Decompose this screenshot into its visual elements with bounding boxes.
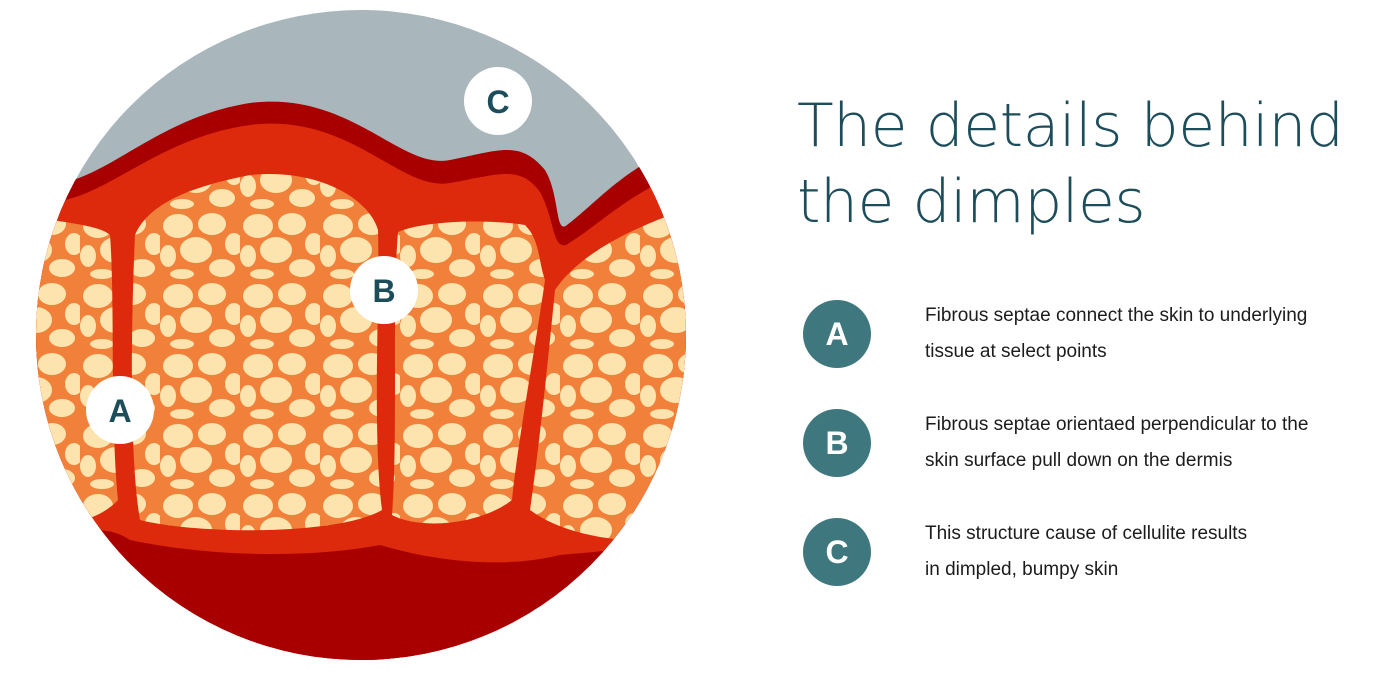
diagram-label-a: A [86, 376, 154, 444]
legend-text: Fibrous septae orientaed perpendicular t… [925, 407, 1385, 479]
legend-item-a: A Fibrous septae connect the skin to und… [803, 298, 1385, 370]
legend-item-c: C This structure cause of cellulite resu… [803, 516, 1385, 588]
badge-a: A [803, 300, 871, 368]
legend-line: tissue at select points [925, 341, 1107, 362]
svg-text:C: C [486, 84, 509, 120]
svg-text:B: B [372, 273, 395, 309]
legend-line: in dimpled, bumpy skin [925, 559, 1119, 580]
legend-line: Fibrous septae orientaed perpendicular t… [925, 414, 1309, 435]
legend-line: Fibrous septae connect the skin to under… [925, 305, 1308, 326]
svg-text:A: A [108, 393, 131, 429]
legend-text: Fibrous septae connect the skin to under… [925, 298, 1385, 370]
legend-item-b: B Fibrous septae orientaed perpendicular… [803, 407, 1385, 479]
badge-c: C [803, 518, 871, 586]
badge-b: B [803, 409, 871, 477]
fat-lobules [36, 174, 686, 542]
legend-text: This structure cause of cellulite result… [925, 516, 1385, 588]
page-title: The details behind the dimples [797, 91, 1344, 237]
legend-line: skin surface pull down on the dermis [925, 450, 1233, 471]
legend-line: This structure cause of cellulite result… [925, 523, 1248, 544]
cellulite-diagram: A B C [36, 10, 686, 660]
diagram-label-b: B [350, 256, 418, 324]
diagram-label-c: C [464, 67, 532, 135]
